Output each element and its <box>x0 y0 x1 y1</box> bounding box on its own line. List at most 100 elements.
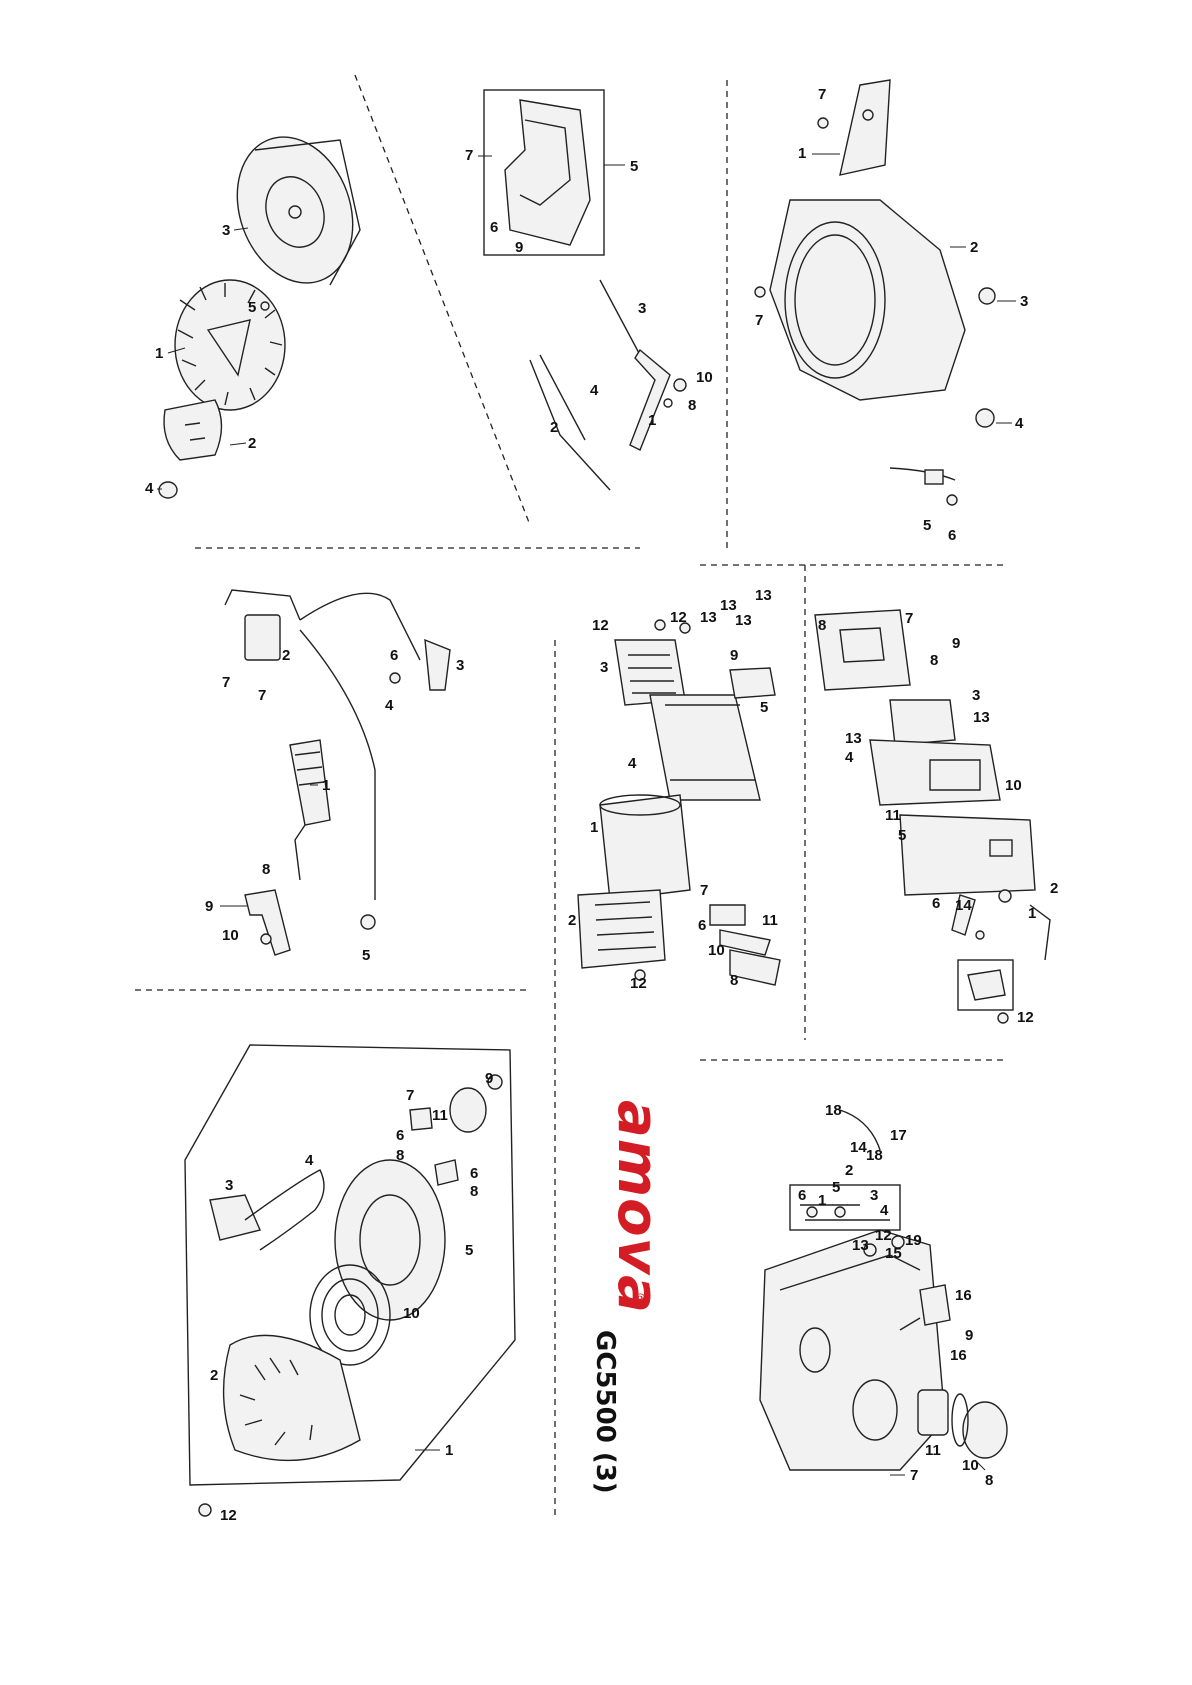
callout: 2 <box>210 1367 218 1384</box>
callout: 9 <box>485 1070 493 1087</box>
flywheel-nut-part <box>159 482 177 498</box>
callout: 8 <box>688 397 696 414</box>
callout: 8 <box>818 617 826 634</box>
callout: 13 <box>700 609 717 626</box>
ignition-group: 7 2 7 6 3 4 1 8 9 10 5 <box>205 590 464 964</box>
callout: 12 <box>592 617 609 634</box>
callout: 1 <box>322 777 330 794</box>
callout: 5 <box>832 1179 840 1196</box>
fuel-strainer-part <box>918 1390 948 1435</box>
callout: 5 <box>362 947 370 964</box>
blower-housing-group: 7 1 2 7 3 4 5 6 <box>755 80 1028 544</box>
air-cleaner-cover-part <box>815 610 910 690</box>
callout: 6 <box>396 1127 404 1144</box>
callout: 16 <box>950 1347 967 1364</box>
callout: 10 <box>696 369 713 386</box>
callout: 4 <box>145 480 154 497</box>
filter-element-part <box>890 700 955 745</box>
air-cleaner-base-part <box>900 815 1035 895</box>
muffler-group: 12 12 13 13 13 13 3 9 5 4 1 2 7 6 11 10 … <box>568 587 780 992</box>
callout: 6 <box>798 1187 806 1204</box>
callout: 12 <box>1017 1009 1034 1026</box>
callout: 5 <box>898 827 906 844</box>
callout: 18 <box>866 1147 883 1164</box>
callout: 9 <box>730 647 738 664</box>
callout: 8 <box>985 1472 993 1489</box>
spark-plug-cap-part <box>425 640 450 690</box>
callout: 6 <box>948 527 956 544</box>
exhaust-pipe-part <box>720 930 770 955</box>
callout: 6 <box>932 895 940 912</box>
callout: 7 <box>465 147 473 164</box>
callout: 10 <box>708 942 725 959</box>
callout: 7 <box>755 312 763 329</box>
callout: 7 <box>905 610 913 627</box>
ignition-module-part <box>290 740 330 880</box>
callout: 7 <box>910 1467 918 1484</box>
callout: 2 <box>1050 880 1058 897</box>
callout: 11 <box>762 912 778 929</box>
callout: 12 <box>875 1227 892 1244</box>
callout: 7 <box>406 1087 414 1104</box>
callout: 7 <box>700 882 708 899</box>
callout: 1 <box>648 412 656 429</box>
callout: 5 <box>923 517 931 534</box>
grommet-part <box>976 288 995 427</box>
callout: 10 <box>222 927 239 944</box>
callout: 11 <box>925 1442 941 1459</box>
callout: 12 <box>630 975 647 992</box>
callout: 4 <box>628 755 637 772</box>
callout: 10 <box>403 1305 420 1322</box>
fuel-tank-group: 18 17 14 18 2 3 4 5 1 6 13 12 15 19 16 9… <box>760 1102 1007 1489</box>
callout: 3 <box>638 300 646 317</box>
hv-lead-part <box>300 593 420 660</box>
callout: 13 <box>755 587 772 604</box>
callout: 1 <box>445 1442 453 1459</box>
fuel-tank-part <box>760 1230 945 1470</box>
callout: 13 <box>973 709 990 726</box>
registered-mark: ® <box>632 1290 648 1309</box>
recoil-starter-group: 9 7 11 6 8 6 8 3 4 5 10 2 1 12 <box>185 1045 515 1524</box>
callout: 1 <box>1028 905 1036 922</box>
callout: 7 <box>258 687 266 704</box>
callout: 9 <box>515 239 523 256</box>
callout: 1 <box>818 1192 826 1209</box>
callout: 8 <box>930 652 938 669</box>
control-cover-part <box>505 100 590 245</box>
callout: 4 <box>305 1152 314 1169</box>
callout: 11 <box>885 807 901 824</box>
control-cover-group: 5 7 6 9 3 4 2 10 8 1 <box>465 90 713 490</box>
callout: 6 <box>698 917 706 934</box>
starter-reel-part <box>335 1160 445 1320</box>
callout: 5 <box>630 158 638 175</box>
callout: 3 <box>972 687 980 704</box>
callout: 3 <box>1020 293 1028 310</box>
callout: 19 <box>905 1232 922 1249</box>
heat-shield-part <box>650 695 760 800</box>
spark-arrestor-part <box>578 890 665 968</box>
callout: 10 <box>962 1457 979 1474</box>
key-part <box>261 302 269 310</box>
callout: 1 <box>155 345 163 362</box>
callout: 9 <box>205 898 213 915</box>
brand-block: amova ® GC5500 (3) <box>560 1060 680 1480</box>
callout: 8 <box>470 1183 478 1200</box>
callout: 2 <box>248 435 256 452</box>
muffler-body-part <box>600 795 690 900</box>
callout: 3 <box>870 1187 878 1204</box>
callout: 11 <box>432 1107 448 1124</box>
callout: 10 <box>1005 777 1022 794</box>
callout: 4 <box>845 749 854 766</box>
callout: 7 <box>222 674 230 691</box>
callout: 4 <box>1015 415 1024 432</box>
callout: 2 <box>568 912 576 929</box>
callout: 4 <box>385 697 394 714</box>
fuel-cap-part <box>952 1394 1007 1458</box>
throttle-rod-part <box>530 280 640 490</box>
callout: 9 <box>952 635 960 652</box>
callout: 5 <box>760 699 768 716</box>
callout: 12 <box>670 609 687 626</box>
callout: 2 <box>550 419 558 436</box>
callout: 3 <box>600 659 608 676</box>
ratchet-part <box>410 1075 502 1185</box>
